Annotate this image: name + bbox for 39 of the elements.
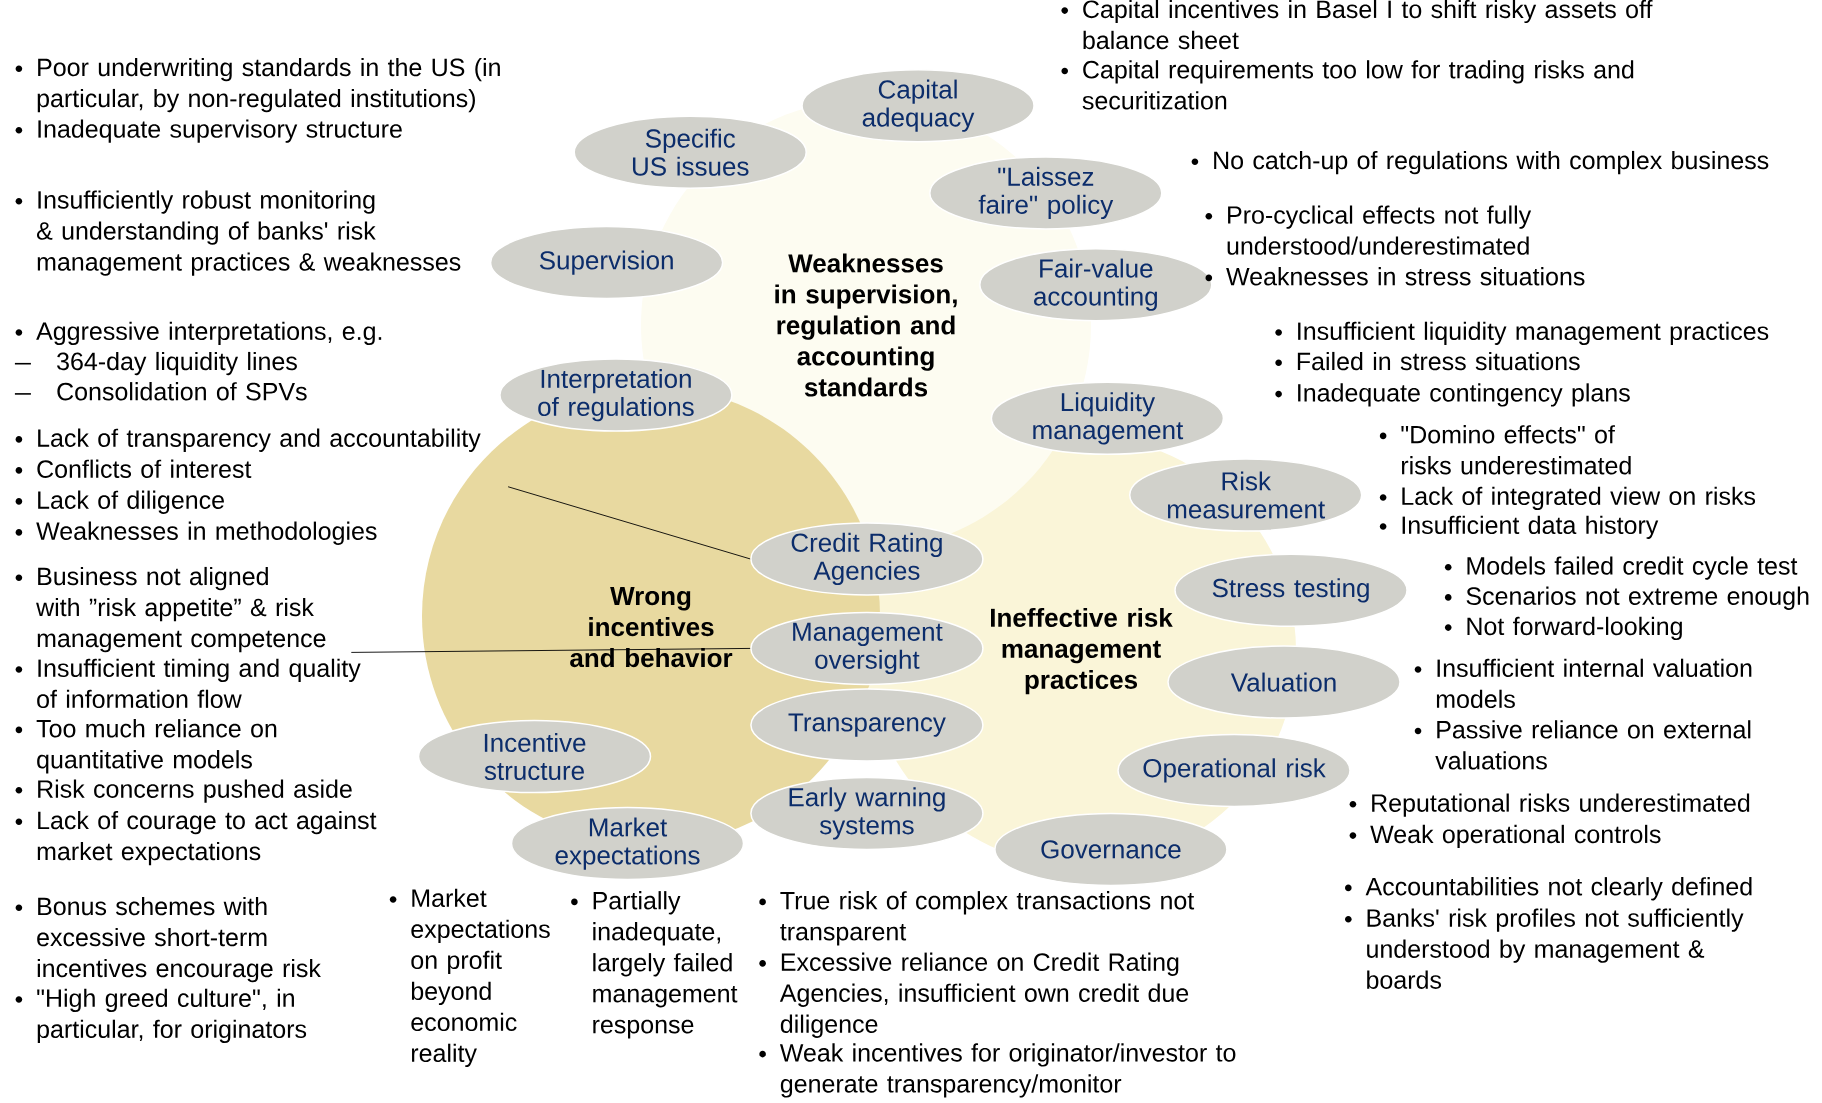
bullet-text: Scenarios not extreme enough [1466,586,1809,610]
bullet-text: Bonus schemes with excessive short-term incentives encourage risk [37,896,321,983]
bullet-text: Inadequate supervisory structure [38,119,402,143]
bullet-text: Passive reliance on external valuations [1435,720,1751,770]
bullet-text: No catch-up of regulations with complex business [1214,150,1769,175]
bullet-text: Weak incentives for originator/investor to generate transparency/monitor [779,1043,1236,1098]
bullet-text: Reputational risks underestimated [1372,793,1750,817]
bullet-text: Pro-cyclical effects not fully understood/underestimated [1227,205,1532,255]
bullet-text: Partially inadequate, largely failed management response [593,891,738,1039]
bullet-text: Failed in stress situations [1297,351,1580,371]
bullet-text: Market expectations on profit beyond economic reality [411,888,550,1067]
bullet-text: Not forward-looking [1467,616,1682,641]
bullet-text: Models failed credit cycle test [1467,556,1798,580]
bullet-list: Business not aligned with ”risk appetite” & risk management competence [36,566,326,653]
bullet-text: Consolidation of SPVs [57,382,307,401]
bullet-text: Weak operational controls [1370,824,1661,849]
bullet-text: "Domino effects" of risks underestimated [1401,425,1631,475]
bullet-text: Insufficient timing and quality of information flow [37,658,361,709]
bullet-text: Insufficiently robust monitoring & understanding of banks' risk management practices & weaknesses [37,190,461,276]
leader-line [507,486,751,560]
bullet-text: Lack of courage to act against market expectations [37,810,377,866]
bullet-text: Excessive reliance on Credit Rating Agencies, insufficient own credit due diligence [779,952,1189,1038]
bullet-text: Too much reliance on quantitative models [36,719,277,774]
bullet-text: Poor underwriting standards in the US (in particular, by non-regulated institutions) [37,57,500,113]
bullet-text: Weaknesses in stress situations [1226,267,1585,286]
bullet-text: Insufficient liquidity management practices [1298,321,1769,345]
bullet-text: Aggressive interpretations, e.g. [36,321,382,345]
bullet-text: "High greed culture", in particular, for originators [37,988,307,1043]
bullet-text: Insufficient internal valuation models [1436,658,1752,709]
bullet-text: Risk concerns pushed aside [38,779,352,803]
bullet-text: 364-day liquidity lines [57,351,297,376]
bullet-text: Banks' risk profiles not sufficiently understood by management & boards [1367,908,1744,989]
leader-line [350,647,751,653]
bullet-text: Insufficient data history [1402,515,1659,539]
bullet-text: True risk of complex transactions not transparent [780,891,1195,946]
bullet-text: Accountabilities not clearly defined [1365,877,1752,901]
bullet-text: Capital incentives in Basel I to shift risky assets off balance sheet [1083,0,1653,50]
bullet-text: Lack of integrated view on risks [1402,486,1756,510]
bullet-text: Inadequate contingency plans [1298,383,1630,407]
